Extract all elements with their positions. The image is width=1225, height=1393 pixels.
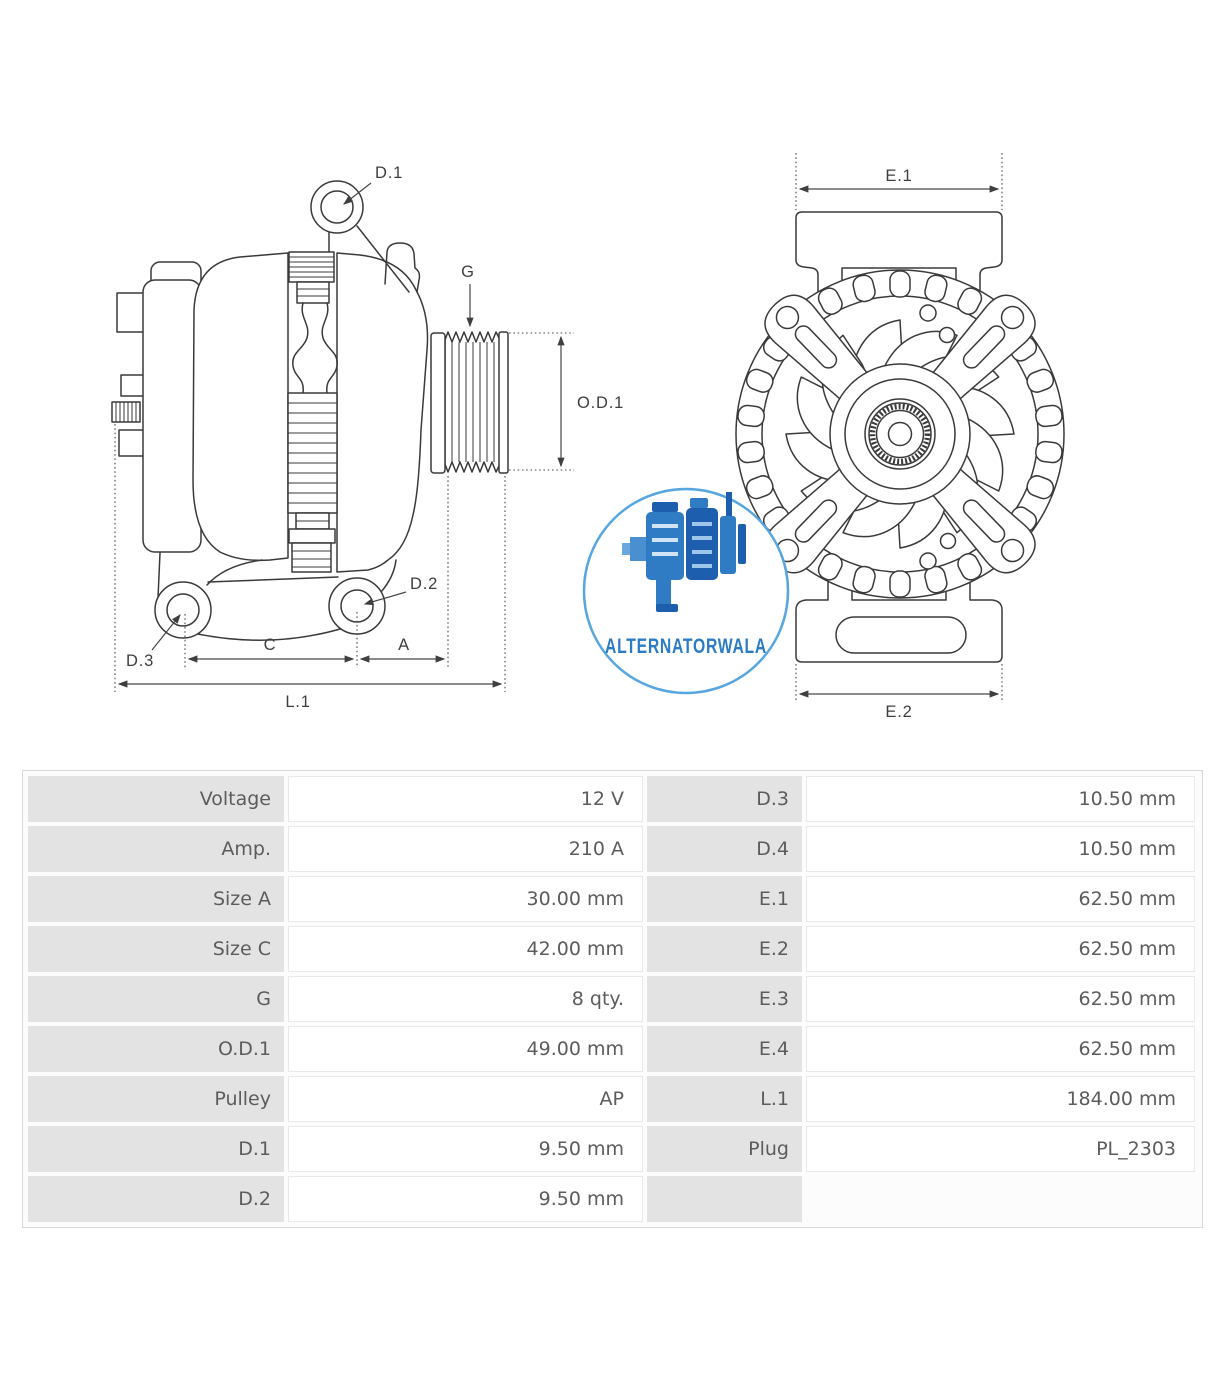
spec-value: 62.50 mm — [806, 976, 1195, 1022]
side-view-diagram: D.1 G O.D.1 D.2 D.3 C A L.1 — [111, 164, 624, 711]
spec-value: 62.50 mm — [806, 876, 1195, 922]
dim-label-d1: D.1 — [375, 164, 403, 182]
spec-value: 62.50 mm — [806, 1026, 1195, 1072]
spec-label: E.3 — [647, 976, 802, 1022]
spec-value: 10.50 mm — [806, 826, 1195, 872]
spec-table: Voltage 12 V D.3 10.50 mm Amp. 210 A D.4… — [22, 770, 1203, 1228]
dim-label-a: A — [398, 636, 410, 654]
shaft-hub — [829, 363, 971, 505]
spec-label: E.1 — [647, 876, 802, 922]
spec-label: D.3 — [647, 776, 802, 822]
spec-value: 10.50 mm — [806, 776, 1195, 822]
spec-label: L.1 — [647, 1076, 802, 1122]
logo-text: ALTERNATORWALA — [605, 635, 767, 658]
spec-label: E.4 — [647, 1026, 802, 1072]
spec-label — [647, 1176, 802, 1222]
alternator-logo-icon — [622, 492, 746, 612]
spec-label: D.1 — [28, 1126, 284, 1172]
spec-value — [806, 1176, 1195, 1222]
front-view-diagram: E.1 E.2 — [735, 153, 1065, 721]
dim-label-g: G — [461, 263, 475, 281]
dim-label-od1: O.D.1 — [577, 394, 624, 412]
dim-label-l1: L.1 — [285, 693, 310, 711]
dim-label-e1: E.1 — [885, 167, 912, 185]
dim-label-c: C — [264, 636, 277, 654]
spec-label: Voltage — [28, 776, 284, 822]
mounting-arms — [764, 294, 1036, 574]
spec-label: Plug — [647, 1126, 802, 1172]
spec-value: 8 qty. — [288, 976, 643, 1022]
spec-value: 12 V — [288, 776, 643, 822]
spec-label: O.D.1 — [28, 1026, 284, 1072]
spec-value: 210 A — [288, 826, 643, 872]
spec-label: Amp. — [28, 826, 284, 872]
spec-value: 9.50 mm — [288, 1126, 643, 1172]
dim-label-d2: D.2 — [410, 575, 438, 593]
spec-value: 42.00 mm — [288, 926, 643, 972]
spec-value: PL_2303 — [806, 1126, 1195, 1172]
spec-label: Pulley — [28, 1076, 284, 1122]
spec-value: 49.00 mm — [288, 1026, 643, 1072]
brand-logo: ALTERNATORWALA — [582, 487, 790, 695]
spec-value: 30.00 mm — [288, 876, 643, 922]
dim-label-e2: E.2 — [885, 703, 912, 721]
spec-label: Size A — [28, 876, 284, 922]
spec-value: 62.50 mm — [806, 926, 1195, 972]
spec-label: D.4 — [647, 826, 802, 872]
spec-value: 9.50 mm — [288, 1176, 643, 1222]
spec-label: Size C — [28, 926, 284, 972]
spec-label: D.2 — [28, 1176, 284, 1222]
spec-label: G — [28, 976, 284, 1022]
spec-value: AP — [288, 1076, 643, 1122]
dim-label-d3: D.3 — [126, 652, 154, 670]
spec-value: 184.00 mm — [806, 1076, 1195, 1122]
spec-label: E.2 — [647, 926, 802, 972]
